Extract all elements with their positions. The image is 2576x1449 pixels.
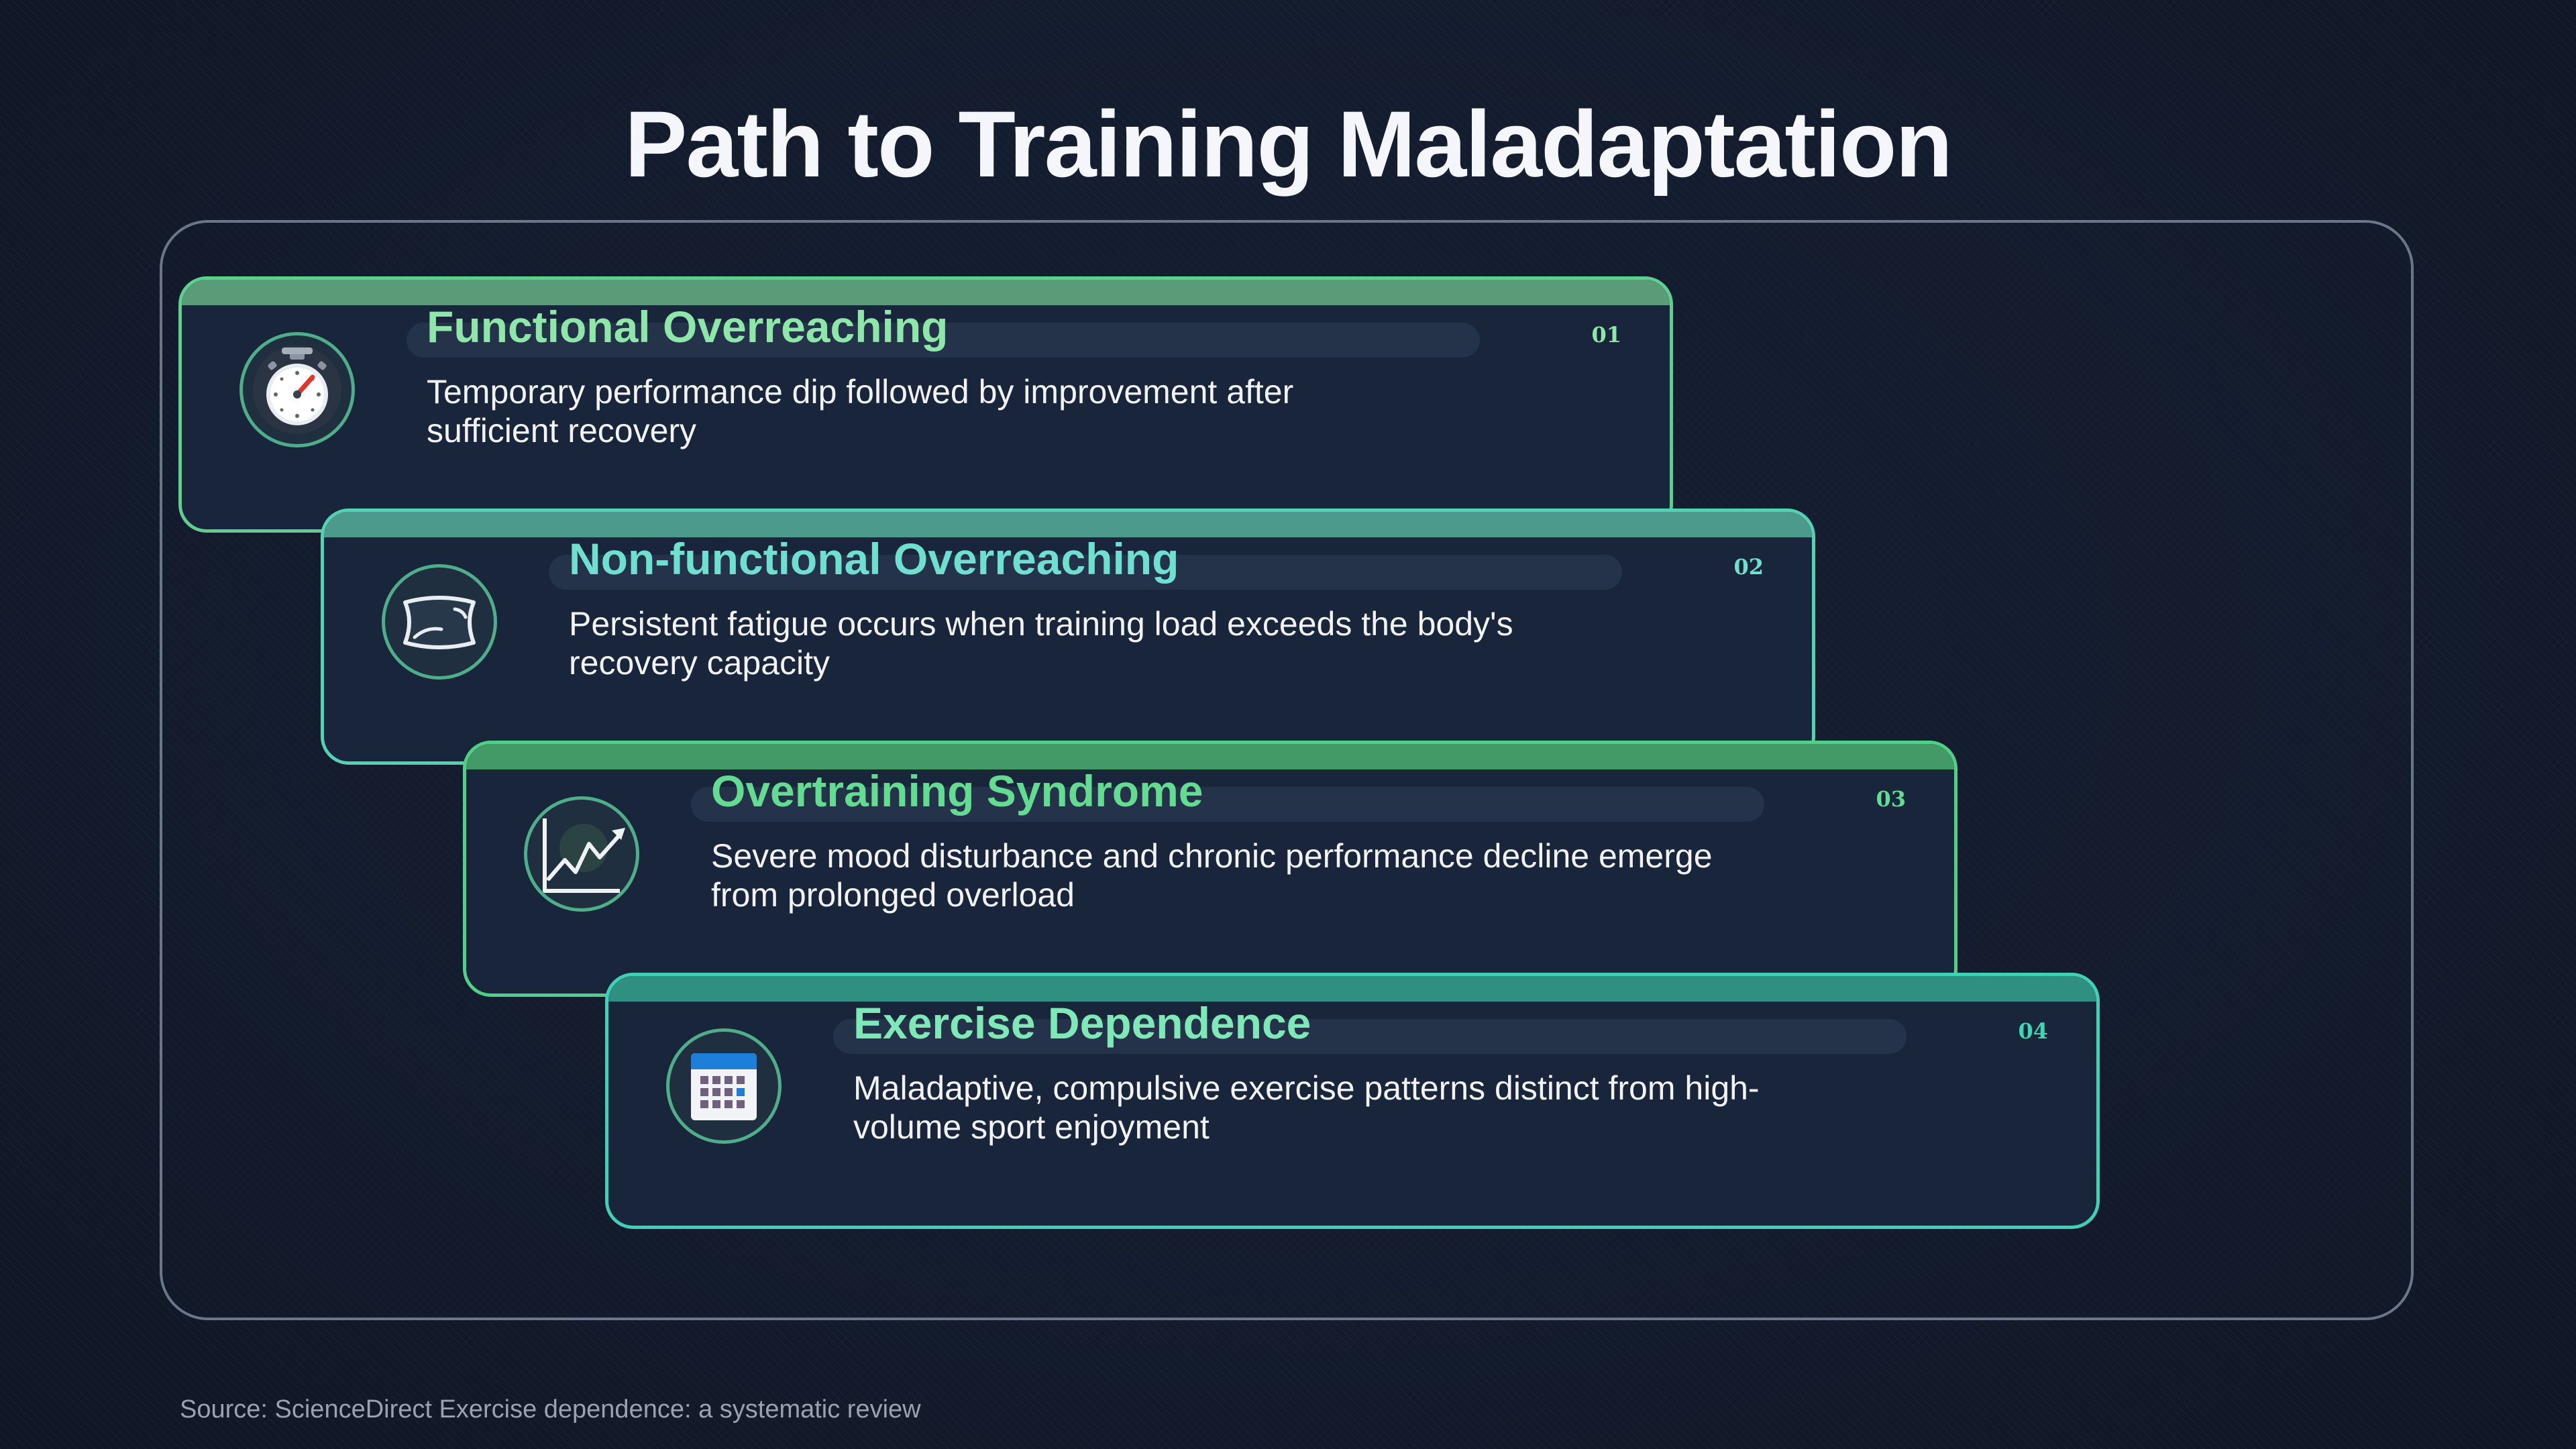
stopwatch-icon [253,345,341,434]
step-icon-badge [524,796,639,912]
step-title: Non-functional Overreaching [569,534,1179,584]
page-title: Path to Training Maladaptation [625,91,1953,197]
line-chart-icon [543,818,625,893]
step-description: Persistent fatigue occurs when training … [569,605,1513,682]
step-card-top-bar [324,512,1812,537]
step-description: Temporary performance dip followed by im… [427,373,1294,449]
step-icon-badge [382,564,497,680]
step-number: 03 [1876,786,1906,812]
step-number: 01 [1591,322,1621,347]
step-number: 04 [2018,1018,2048,1044]
step-description: Maladaptive, compulsive exercise pattern… [853,1069,1760,1146]
step-title-bar [691,787,1764,822]
step-title-bar [407,323,1480,358]
step-card-overtraining-syndrome: Overtraining Syndrome Severe mood distur… [463,741,1957,997]
source-citation: Source: ScienceDirect Exercise dependenc… [180,1395,921,1424]
step-card-non-functional-overreaching: Non-functional Overreaching Persistent f… [321,508,1815,765]
pillow-icon [403,596,476,649]
step-card-top-bar [608,976,2096,1002]
step-description: Severe mood disturbance and chronic perf… [711,837,1713,914]
step-title: Exercise Dependence [853,998,1311,1048]
calendar-icon [691,1053,757,1120]
step-card-top-bar [466,744,1954,769]
step-card-functional-overreaching: Functional Overreaching Temporary perfor… [178,276,1673,533]
step-card-top-bar [182,280,1670,305]
step-icon-badge [666,1028,782,1144]
step-number: 02 [1733,554,1764,580]
step-title: Overtraining Syndrome [711,766,1203,816]
step-title: Functional Overreaching [427,302,949,352]
step-icon-badge [239,332,355,447]
step-title-bar [549,555,1622,590]
step-card-exercise-dependence: Exercise Dependence Maladaptive, compuls… [605,973,2100,1229]
step-title-bar [833,1019,1907,1054]
